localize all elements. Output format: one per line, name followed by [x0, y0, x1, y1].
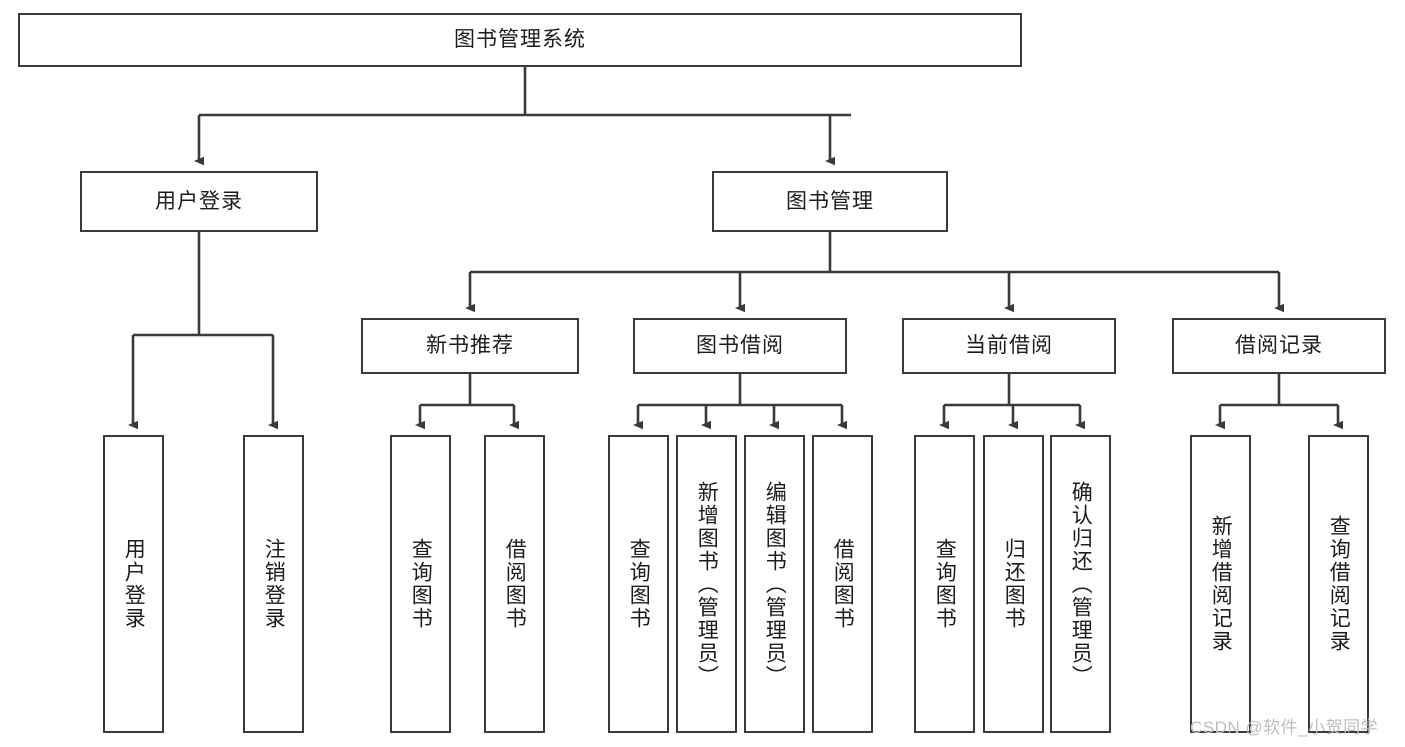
node-book-manage[interactable]: 图书管理	[712, 171, 948, 232]
node-leaf-borrow-book-1[interactable]: 借阅图书	[484, 435, 545, 733]
node-leaf-user-login[interactable]: 用户登录	[103, 435, 164, 733]
node-leaf-query-book-1[interactable]: 查询图书	[390, 435, 451, 733]
node-new-book-recommend[interactable]: 新书推荐	[361, 318, 579, 374]
node-leaf-logout[interactable]: 注销登录	[243, 435, 304, 733]
node-leaf-query-borrow-record[interactable]: 查询借阅记录	[1308, 435, 1369, 733]
node-leaf-confirm-return-admin[interactable]: 确认归还（管理员）	[1050, 435, 1111, 733]
node-leaf-query-book-3[interactable]: 查询图书	[914, 435, 975, 733]
node-leaf-query-book-2[interactable]: 查询图书	[608, 435, 669, 733]
node-borrow-record[interactable]: 借阅记录	[1172, 318, 1386, 374]
node-leaf-edit-book-admin[interactable]: 编辑图书（管理员）	[744, 435, 805, 733]
csdn-watermark: CSDN @软件_小贺同学	[1190, 718, 1379, 737]
node-leaf-add-borrow-record[interactable]: 新增借阅记录	[1190, 435, 1251, 733]
node-leaf-borrow-book-2[interactable]: 借阅图书	[812, 435, 873, 733]
node-root[interactable]: 图书管理系统	[18, 13, 1022, 67]
node-leaf-add-book-admin[interactable]: 新增图书（管理员）	[676, 435, 737, 733]
node-current-borrow[interactable]: 当前借阅	[902, 318, 1116, 374]
node-book-borrow[interactable]: 图书借阅	[633, 318, 847, 374]
node-user-login[interactable]: 用户登录	[80, 171, 318, 232]
node-leaf-return-book[interactable]: 归还图书	[983, 435, 1044, 733]
